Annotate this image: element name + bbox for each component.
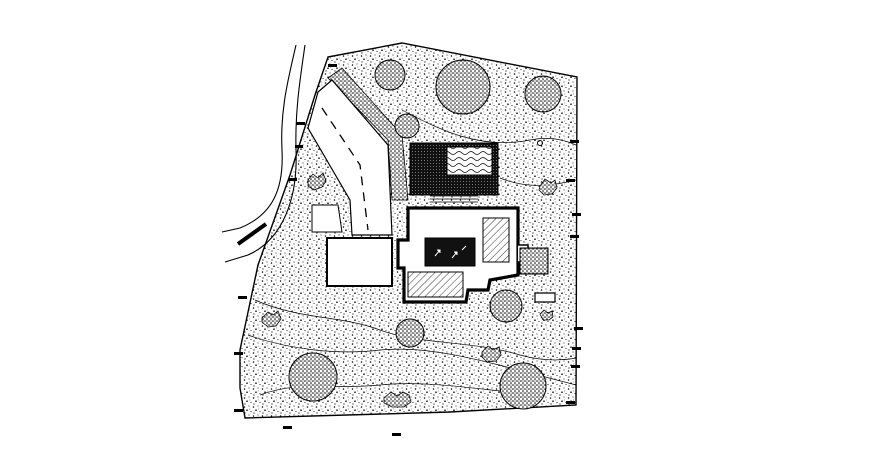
tag-marker [572,213,581,216]
tree-icon [289,353,337,401]
tag-marker [295,145,303,148]
leader-tags [234,64,583,436]
access-road [222,45,305,262]
garage [327,238,392,286]
tag-marker [574,327,583,330]
courtyard [425,238,475,266]
shrub-icon [262,311,281,327]
tag-marker [392,433,401,436]
large-trees [289,60,561,409]
tree-icon [500,363,546,409]
tree-icon [525,76,561,112]
driveway-centerline [322,108,368,230]
tag-marker [234,352,243,355]
tag-marker [566,401,575,404]
shrub-icon [539,179,557,195]
tag-marker [288,178,297,181]
tree-icon [436,60,490,114]
swimming-pool [447,147,492,175]
driveway [308,80,392,235]
tag-marker [570,140,579,143]
entrance-pad [312,205,342,232]
tag-marker [572,347,581,350]
tag-marker [566,179,575,182]
shrubs [262,173,557,407]
tree-icon [375,60,405,90]
shrub-icon [308,173,326,190]
roof-hatch-north [483,218,509,262]
side-shed [535,293,555,302]
tag-marker [296,122,305,125]
tag-marker [238,296,247,299]
lamp-icon [538,141,543,146]
pool-steps [430,196,478,202]
tag-marker [283,426,292,429]
tree-icon [490,290,522,322]
shrub-icon [540,310,553,320]
terrace-block [520,248,548,274]
tree-icon [396,319,424,347]
roof-hatch-south [408,272,463,297]
tree-icon [395,114,419,138]
shrub-icon [482,346,501,362]
tag-marker [328,64,337,67]
tag-marker [571,365,580,368]
tag-marker [234,409,243,412]
courtyard-arrows-icon [435,246,466,258]
shrub-icon [384,392,411,407]
hedge-strip [328,68,408,200]
tag-marker [570,235,579,238]
